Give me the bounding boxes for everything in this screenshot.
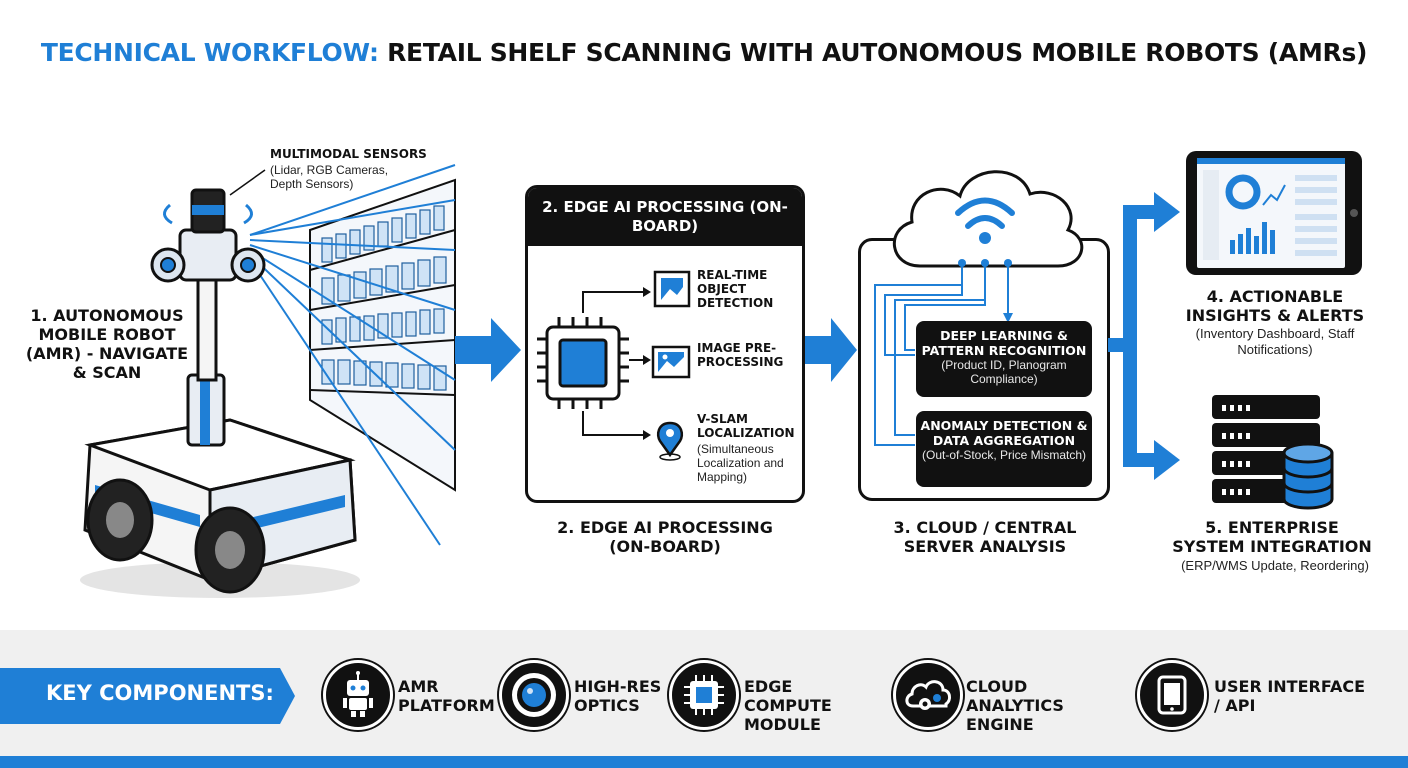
cloud-box-deep-learning: DEEP LEARNING & PATTERN RECOGNITION (Pro… [916, 321, 1092, 397]
sensor-title: MULTIMODAL SENSORS [270, 147, 427, 161]
step1-title: 1. AUTONOMOUS MOBILE ROBOT (AMR) - NAVIG… [25, 306, 189, 382]
edge-flow [537, 270, 691, 461]
cloud-box-2-desc: (Out-of-Stock, Price Mismatch) [921, 448, 1087, 462]
cloud-icon [893, 170, 1084, 268]
tablet-dashboard-icon [1186, 151, 1362, 275]
cloud-box-2-title: ANOMALY DETECTION & DATA AGGREGATION [920, 418, 1088, 448]
split-arrows [1108, 192, 1180, 480]
enterprise-title: 5. ENTERPRISE SYSTEM INTEGRATION [1172, 518, 1372, 556]
cloud-box-anomaly: ANOMALY DETECTION & DATA AGGREGATION (Ou… [916, 411, 1092, 487]
scan-beams [249, 164, 456, 546]
key-components-label: KEY COMPONENTS: [46, 681, 274, 705]
component-label-2: HIGH-RES OPTICS [574, 677, 662, 715]
chip-icon [537, 317, 629, 409]
amr-robot-illustration [80, 169, 360, 598]
cloud-caption: 3. CLOUD / CENTRAL SERVER ANALYSIS [893, 518, 1077, 556]
robot-icon [323, 660, 393, 730]
cloud-gear-icon [893, 660, 963, 730]
component-label-5: USER INTERFACE / API [1214, 677, 1365, 715]
location-pin-icon [656, 421, 684, 461]
enterprise-desc: (ERP/WMS Update, Reordering) [1181, 558, 1369, 573]
arrow-2 [805, 318, 857, 382]
detection-icon [653, 270, 691, 308]
component-label-3: EDGE COMPUTE MODULE [744, 677, 832, 734]
sensor-desc: (Lidar, RGB Cameras, Depth Sensors) [270, 163, 389, 191]
component-label-4: CLOUD ANALYTICS ENGINE [966, 677, 1064, 734]
camera-lens-icon [499, 660, 569, 730]
edge-item-3-desc: (Simultaneous Localization and Mapping) [697, 442, 784, 484]
insights-title: 4. ACTIONABLE INSIGHTS & ALERTS [1185, 287, 1365, 325]
edge-caption: 2. EDGE AI PROCESSING (ON-BOARD) [557, 518, 773, 556]
page-title: TECHNICAL WORKFLOW: RETAIL SHELF SCANNIN… [0, 38, 1408, 67]
bottom-accent-strip [0, 756, 1408, 768]
server-database-icon [1212, 395, 1334, 510]
cloud-box-1-desc: (Product ID, Planogram Compliance) [941, 358, 1067, 386]
component-label-1: AMR PLATFORM [398, 677, 495, 715]
image-icon [651, 345, 691, 379]
title-accent: TECHNICAL WORKFLOW: [40, 38, 379, 67]
edge-item-1-title: REAL-TIME OBJECT DETECTION [697, 268, 774, 310]
cloud-box-1-title: DEEP LEARNING & PATTERN RECOGNITION [921, 328, 1087, 358]
insights-desc: (Inventory Dashboard, Staff Notification… [1195, 326, 1355, 357]
key-components-tag [0, 668, 295, 724]
title-rest: RETAIL SHELF SCANNING WITH AUTONOMOUS MO… [378, 38, 1368, 67]
tablet-icon [1137, 660, 1207, 730]
chip-module-icon [669, 660, 739, 730]
arrow-1 [455, 318, 521, 382]
edge-item-3-title: V-SLAM LOCALIZATION [697, 412, 795, 440]
edge-item-2-title: IMAGE PRE-PROCESSING [697, 341, 784, 369]
cloud-data-lines [874, 259, 1013, 446]
edge-ai-header: 2. EDGE AI PROCESSING (ON-BOARD) [528, 188, 802, 246]
